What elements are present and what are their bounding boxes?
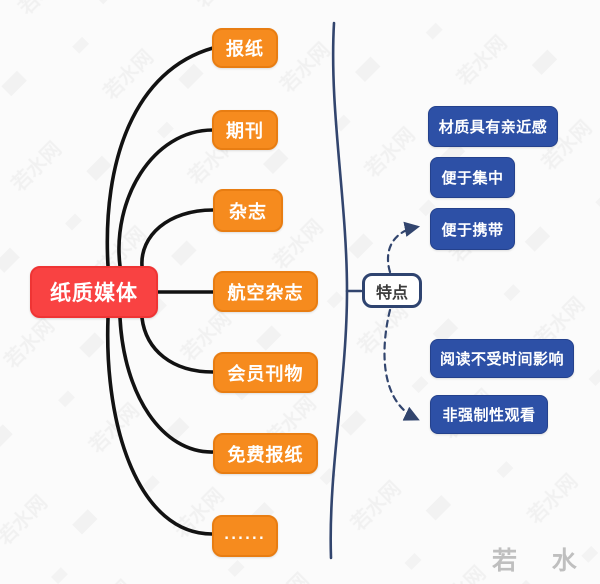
branch-node-member-publication[interactable]: 会员刊物: [213, 352, 318, 393]
branch-node-periodical[interactable]: 期刊: [212, 110, 278, 150]
feature-dashed-arrows: [383, 221, 421, 421]
root-branch-connectors: [105, 46, 215, 536]
site-watermark-text: 若 水 网: [492, 546, 600, 575]
feature-brace: [329, 21, 363, 560]
root-node-paper-media[interactable]: 纸质媒体: [30, 266, 158, 318]
branch-node-aviation-magazine[interactable]: 航空杂志: [213, 271, 318, 312]
branch-node-newspaper[interactable]: 报纸: [212, 28, 278, 68]
branch-node-magazine[interactable]: 杂志: [213, 189, 283, 232]
feature-node-easy-to-focus[interactable]: 便于集中: [430, 157, 515, 198]
branch-node-ellipsis[interactable]: ......: [212, 515, 278, 557]
feature-node-reading-not-time-limited[interactable]: 阅读不受时间影响: [430, 339, 574, 378]
feature-node-non-compulsory-viewing[interactable]: 非强制性观看: [430, 395, 548, 434]
feature-node-easy-to-carry[interactable]: 便于携带: [430, 208, 515, 250]
feature-node-material-affinity[interactable]: 材质具有亲近感: [428, 106, 558, 147]
branch-node-free-newspaper[interactable]: 免费报纸: [213, 433, 318, 474]
feature-hub-node[interactable]: 特点: [362, 273, 422, 308]
